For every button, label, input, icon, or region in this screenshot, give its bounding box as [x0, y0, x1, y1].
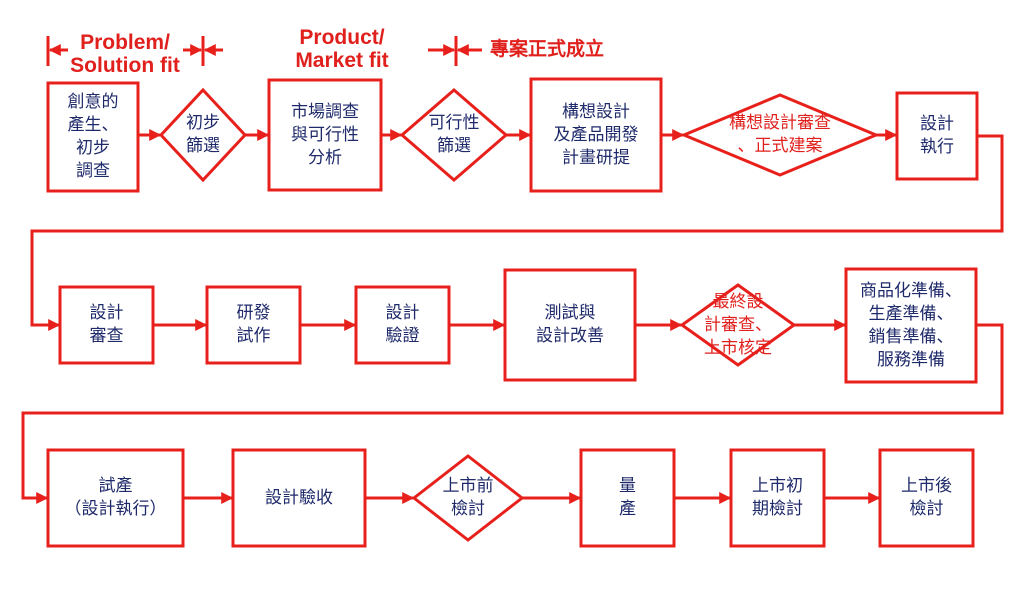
testing-label: 測試與 設計改善 — [536, 303, 604, 346]
post-launch-review-label: 上市後 檢討 — [901, 476, 952, 519]
initial-screen-diamond — [158, 87, 248, 183]
initial-screen-label: 初步 篩選 — [186, 113, 220, 156]
phase1-label: Problem/ Solution fit — [70, 31, 180, 77]
phase3-label: 專案正式成立 — [490, 38, 605, 60]
design-execution-label: 設計 執行 — [920, 114, 954, 157]
concept-design-label: 構想設計 及產品開發 計畫研提 — [553, 101, 639, 168]
design-verification-label: 設計 驗證 — [385, 303, 420, 346]
final-review-diamond — [679, 283, 797, 367]
connector-row2-to-row3 — [21, 323, 1004, 504]
market-research-label: 市場調查 與可行性 分析 — [291, 101, 359, 168]
early-launch-review-label: 上市初 期檢討 — [752, 476, 803, 519]
concept-review-label: 構想設計審查 、正式建案 — [729, 113, 831, 156]
idea-box — [46, 81, 140, 193]
feasibility-screen-label: 可行性 篩選 — [428, 113, 480, 156]
final-review-label: 最終設 計審查、 上市核定 — [704, 291, 772, 358]
feasibility-screen-diamond — [399, 88, 509, 182]
prototype-label: 研發 試作 — [236, 303, 271, 346]
prelaunch-review-diamond — [411, 454, 525, 542]
mass-production-label: 量 產 — [619, 476, 636, 519]
idea-label: 創意的 產生、 初步 調查 — [67, 92, 119, 181]
design-review-label: 設計 審查 — [89, 303, 124, 346]
concept-review-diamond — [680, 93, 880, 177]
prelaunch-review-label: 上市前 檢討 — [442, 476, 494, 519]
phase2-label: Product/ Market fit — [295, 26, 389, 72]
design-acceptance-label: 設計驗收 — [265, 487, 333, 508]
connector-row1-to-row2 — [30, 134, 1004, 331]
commercialization-prep-label: 商品化準備、 生產準備、 銷售準備、 服務準備 — [860, 280, 962, 370]
trial-production-label: 試產 （設計執行） — [64, 476, 167, 519]
